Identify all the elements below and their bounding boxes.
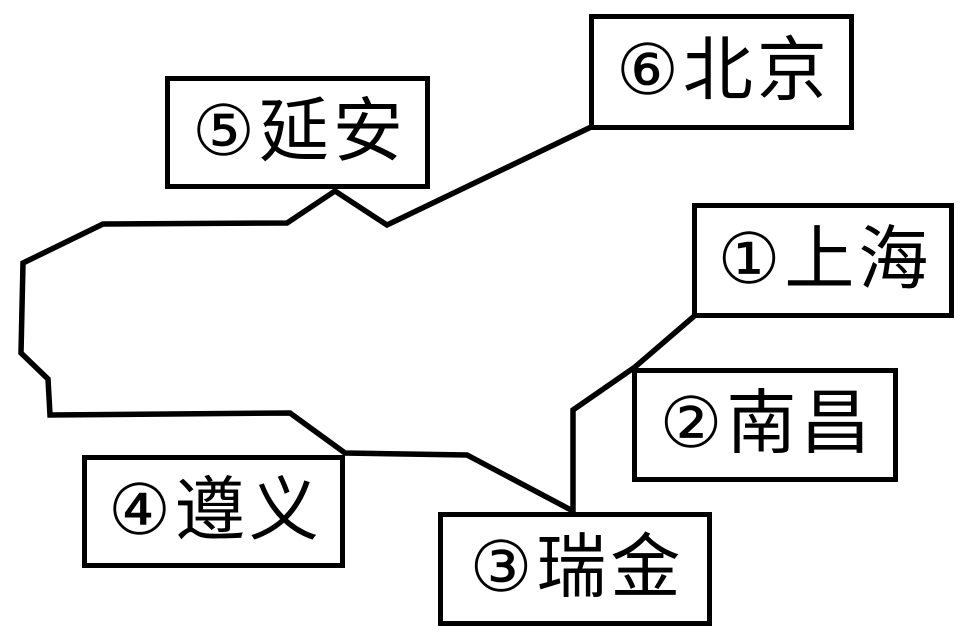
label-shanghai: ①上海 xyxy=(717,221,933,299)
label-yanan: ⑤延安 xyxy=(192,93,407,171)
label-box-beijing: ⑥北京 xyxy=(589,14,854,130)
label-zunyi: ④遵义 xyxy=(108,472,323,550)
label-ruijin: ③瑞金 xyxy=(469,530,685,607)
label-box-nanchang: ②南昌 xyxy=(632,368,898,482)
label-nanchang: ②南昌 xyxy=(659,386,875,463)
label-beijing: ⑥北京 xyxy=(616,33,831,110)
label-box-zunyi: ④遵义 xyxy=(82,455,345,568)
label-box-ruijin: ③瑞金 xyxy=(438,512,712,626)
label-box-yanan: ⑤延安 xyxy=(165,76,430,189)
label-box-shanghai: ①上海 xyxy=(692,203,954,318)
route-polyline xyxy=(18,124,696,516)
